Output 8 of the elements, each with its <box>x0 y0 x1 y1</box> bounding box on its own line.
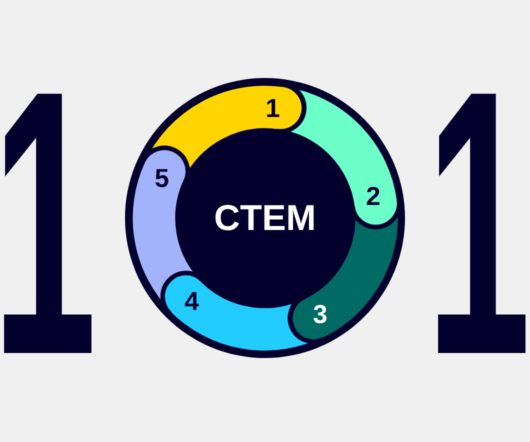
center-label: CTEM <box>214 200 316 236</box>
step-number: 3 <box>313 300 328 327</box>
step-number: 4 <box>184 288 199 314</box>
step-number: 2 <box>366 182 380 209</box>
step-number: 5 <box>154 165 170 192</box>
large-numeral: 1 <box>438 88 526 353</box>
step-number: 1 <box>265 94 280 121</box>
large-numeral: 1 <box>4 88 92 353</box>
